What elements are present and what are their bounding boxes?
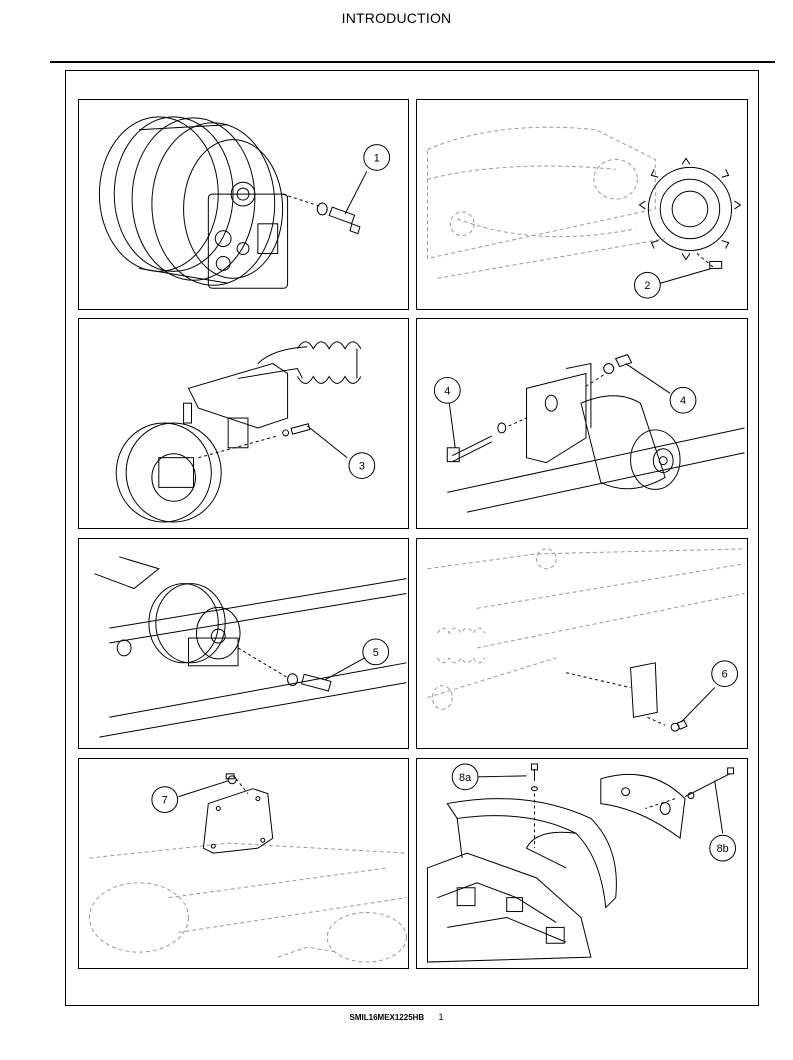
panel-fender-assembly: 8a 8b bbox=[416, 758, 748, 969]
svg-text:8a: 8a bbox=[459, 772, 472, 784]
svg-text:7: 7 bbox=[162, 795, 168, 807]
sprocket-illustration: 2 bbox=[426, 126, 742, 299]
cover-plate-illustration: 6 bbox=[427, 548, 745, 732]
access-cover-illustration: 7 bbox=[88, 773, 407, 963]
track-roller-illustration: 4 4 bbox=[433, 354, 745, 513]
panel-carrier-roller: 5 bbox=[78, 538, 409, 749]
illustration-frame bbox=[65, 70, 759, 1006]
callout-1: 1 bbox=[363, 144, 391, 171]
svg-text:4: 4 bbox=[680, 395, 686, 407]
callout-8a: 8a bbox=[451, 763, 479, 791]
callout-8b: 8b bbox=[709, 834, 737, 862]
panel-track-roller: 4 4 bbox=[416, 318, 748, 529]
svg-text:3: 3 bbox=[359, 461, 365, 473]
svg-text:1: 1 bbox=[374, 152, 380, 164]
document-code: SMIL16MEX1225HB bbox=[349, 1013, 425, 1022]
callout-5: 5 bbox=[362, 638, 390, 666]
panel-final-drive: 1 bbox=[78, 99, 409, 310]
idler-spring-illustration: 3 bbox=[115, 341, 376, 523]
callout-4-bolt: 4 bbox=[433, 376, 461, 404]
svg-text:6: 6 bbox=[722, 669, 728, 681]
callout-3: 3 bbox=[348, 452, 376, 479]
header-rule bbox=[50, 61, 775, 63]
svg-text:5: 5 bbox=[373, 647, 379, 659]
callout-4-nut: 4 bbox=[669, 386, 697, 414]
callout-2: 2 bbox=[634, 271, 661, 299]
carrier-roller-illustration: 5 bbox=[94, 556, 407, 738]
panel-cover-plate: 6 bbox=[416, 538, 748, 749]
svg-text:2: 2 bbox=[644, 280, 650, 292]
panel-sprocket: 2 bbox=[416, 99, 748, 310]
panel-access-cover: 7 bbox=[78, 758, 409, 969]
final-drive-illustration: 1 bbox=[98, 116, 391, 289]
callout-6: 6 bbox=[711, 660, 739, 688]
panel-idler-spring: 3 bbox=[78, 318, 409, 529]
page-footer: SMIL16MEX1225HB 1 bbox=[0, 1012, 793, 1022]
page-number: 1 bbox=[438, 1012, 444, 1022]
callout-7: 7 bbox=[151, 786, 179, 813]
svg-text:8b: 8b bbox=[717, 843, 729, 855]
fender-assembly-illustration: 8a 8b bbox=[426, 763, 737, 963]
svg-text:4: 4 bbox=[444, 385, 450, 397]
page-header-title: INTRODUCTION bbox=[341, 10, 452, 26]
